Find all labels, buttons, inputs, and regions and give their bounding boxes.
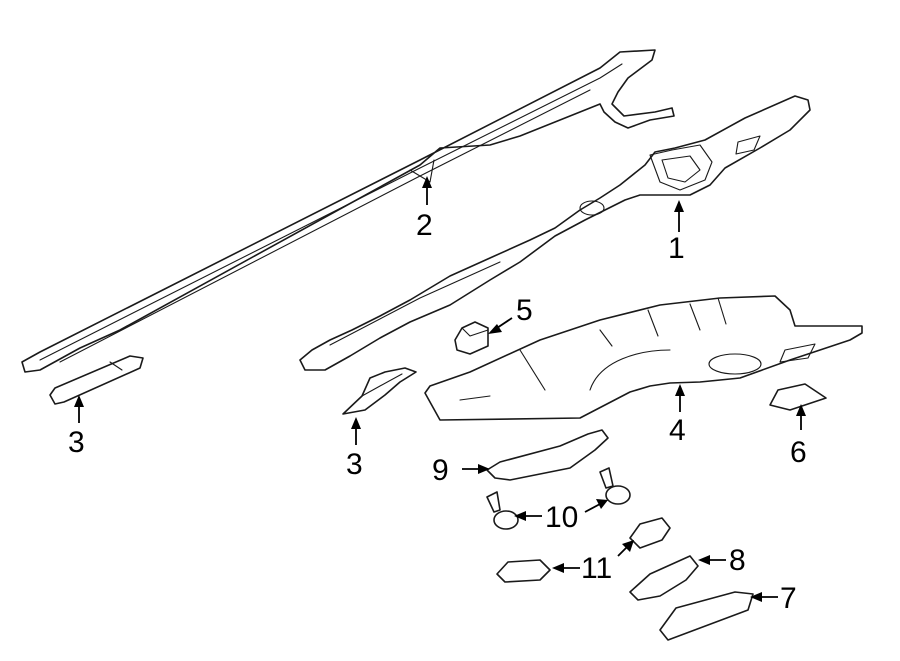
callout-3-center: 3 bbox=[346, 448, 363, 481]
part-5-clip bbox=[454, 321, 489, 355]
callout-4: 4 bbox=[669, 414, 686, 447]
callout-labels: 1 2 3 3 4 5 6 7 8 9 10 11 bbox=[68, 209, 807, 615]
callout-10: 10 bbox=[545, 501, 578, 534]
part-3b-bracket bbox=[342, 367, 417, 415]
part-6-bracket bbox=[769, 383, 827, 411]
callout-9: 9 bbox=[432, 454, 449, 487]
callout-3-left: 3 bbox=[68, 426, 85, 459]
part-10-screws bbox=[486, 467, 631, 530]
callout-7: 7 bbox=[780, 582, 797, 615]
callout-8: 8 bbox=[729, 544, 746, 577]
part-9-grab-handle bbox=[486, 429, 609, 481]
part-3a-trim-strip bbox=[49, 355, 144, 405]
part-8-cover bbox=[629, 555, 699, 601]
leader-arrows bbox=[74, 176, 806, 602]
callout-5: 5 bbox=[516, 294, 533, 327]
callout-6: 6 bbox=[790, 436, 807, 469]
callout-2: 2 bbox=[416, 209, 433, 242]
part-4-headliner bbox=[424, 295, 863, 421]
part-11-covers bbox=[496, 517, 671, 583]
callout-11: 11 bbox=[581, 552, 612, 585]
part-2-side-rail bbox=[21, 49, 675, 373]
part-1-roof-trim bbox=[299, 95, 811, 371]
part-7-long-cover bbox=[659, 591, 754, 641]
callout-1: 1 bbox=[668, 232, 685, 265]
